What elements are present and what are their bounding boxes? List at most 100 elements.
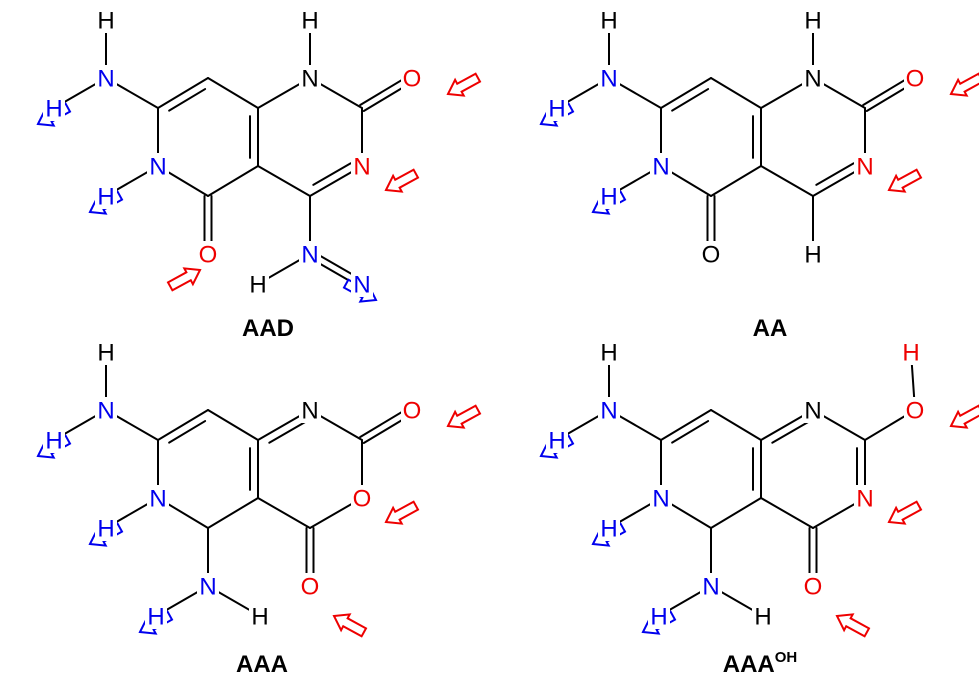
mol2-atom-n-amine: N [600, 66, 617, 93]
mol1-atom-n1-bg [299, 65, 321, 91]
mol2-atom-h6: H [600, 184, 617, 211]
mol4-atom-h6: H [600, 516, 617, 543]
mol4-atom-h-amine-donor: H [548, 428, 565, 455]
mol1-atom-h6: H [97, 184, 114, 211]
mol4-atom-o2: O [906, 398, 925, 425]
mol1-arrow-acceptor-1 [446, 72, 482, 97]
mol4-atom-o2-bg [904, 397, 926, 423]
mol4-atom-n1-bg [802, 397, 824, 423]
mol4-atom-h5-donor-bg [648, 603, 670, 629]
mol3-arrow-acceptor-2 [384, 500, 420, 525]
mol3-atom-h5-donor: H [147, 604, 164, 631]
mol4-atom-h5-bg [752, 603, 774, 629]
mol1-arrow-acceptor-3 [166, 267, 202, 292]
mol4-bond-c7-c8 [660, 409, 712, 441]
mol2-atom-n1: N [804, 66, 821, 93]
mol1-atom-n3-bg [351, 153, 373, 179]
mol1-atom-n1: N [301, 66, 318, 93]
mol1-atom-n6: N [149, 154, 166, 181]
mol1-bond-c5-c4a [207, 165, 259, 197]
mol1-atom-n-terminal-bg [351, 271, 373, 297]
mol2-atom-h-amine: H [600, 8, 617, 35]
mol3-atom-n-amine: N [97, 398, 114, 425]
mol3-atom-h-amine-donor-bg [43, 427, 65, 453]
mol1-atom-n-amino: N [301, 242, 318, 269]
mol1-atom-h-amine-bg [95, 7, 117, 33]
mol1-atom-h-amino-bg [247, 271, 269, 297]
mol4-arrow-acceptor-3 [835, 613, 871, 638]
mol3-atom-o4: O [301, 574, 320, 601]
mol3-atom-n6: N [149, 486, 166, 513]
mol1-atom-h-amine-donor: H [45, 96, 62, 123]
mol4-bond-c8-c8a [710, 409, 762, 441]
mol3-bond-c8a-n1-inner [268, 420, 308, 444]
mol4-atom-h5-donor: H [650, 604, 667, 631]
mol3-bond-c4a-c4 [257, 497, 311, 529]
mol3-atom-h-amine-donor: H [45, 428, 62, 455]
mol2-bond-c7-c8 [660, 77, 712, 109]
mol1-atom-o5: O [199, 242, 218, 269]
molecule-label-aa: AA [753, 315, 788, 342]
mol3-bond-c8-c8a [207, 409, 259, 441]
mol2-atom-h-amine-bg [598, 7, 620, 33]
mol1-bond-c7-c8-inner [168, 88, 207, 112]
mol3-atom-n5: N [199, 574, 216, 601]
mol2-bond-c7-c8-inner [671, 88, 710, 112]
mol1-atom-h1-bg [299, 7, 321, 33]
mol4-arrow-acceptor-2 [887, 500, 923, 525]
mol4-atom-n-amine: N [600, 398, 617, 425]
mol4-atom-n5-bg [700, 573, 722, 599]
mol2-atom-h-amine-donor-bg [546, 95, 568, 121]
mol3-atom-h5-bg [249, 603, 271, 629]
mol3-atom-n6-bg [147, 485, 169, 511]
mol3-atom-o3-bg [351, 485, 373, 511]
mol3-atom-o4-bg [299, 573, 321, 599]
mol2-atom-n-amine-bg [598, 65, 620, 91]
mol4-atom-o4-bg [802, 573, 824, 599]
mol2-arrow-acceptor-1 [949, 72, 979, 97]
mol1-atom-n-amino-bg [299, 241, 321, 267]
molecule-label-aaa-oh-main: AAA [723, 651, 775, 677]
mol2-atom-n3-bg [854, 153, 876, 179]
mol1-bond-c7-c8 [157, 77, 209, 109]
bond-lines [53, 19, 918, 617]
mol2-atom-h1: H [804, 8, 821, 35]
mol3-atom-o2-bg [401, 397, 423, 423]
mol2-atom-o2: O [906, 66, 925, 93]
mol3-atom-h5-donor-bg [145, 603, 167, 629]
mol3-atom-n1-bg [299, 397, 321, 423]
mol3-bond-c5-c4a [207, 497, 259, 529]
mol1-atom-o5-bg [197, 241, 219, 267]
mol1-atom-h-amine-donor-bg [43, 95, 65, 121]
mol1-atom-n-amine: N [97, 66, 114, 93]
mol4-atom-h-amine-bg [598, 339, 620, 365]
mol1-bond-c4a-c4 [257, 165, 311, 197]
mol2-atom-n3: N [856, 154, 873, 181]
mol3-atom-h5: H [251, 604, 268, 631]
mol1-atom-o2-bg [401, 65, 423, 91]
mol4-atom-n-amine-bg [598, 397, 620, 423]
mol2-atom-n6-bg [650, 153, 672, 179]
mol3-bond-c7-c8 [157, 409, 209, 441]
mol1-atom-n-terminal: N [353, 272, 370, 299]
molecule-label-aad: AAD [242, 315, 294, 342]
mol1-arrow-acceptor-2 [384, 168, 420, 193]
mol4-atom-h-hydroxy: H [902, 340, 919, 367]
mol3-atom-n-amine-bg [95, 397, 117, 423]
molecule-label-aaa: AAA [236, 651, 288, 677]
mol2-atom-h-amine-donor: H [548, 96, 565, 123]
mol4-atom-h5: H [754, 604, 771, 631]
mol4-atom-n5: N [702, 574, 719, 601]
mol3-atom-h6: H [97, 516, 114, 543]
mol2-atom-n6: N [652, 154, 669, 181]
mol3-atom-n5-bg [197, 573, 219, 599]
mol2-arrow-acceptor-2 [887, 168, 923, 193]
mol2-atom-o2-bg [904, 65, 926, 91]
mol2-atom-n1-bg [802, 65, 824, 91]
mol1-atom-n3: N [353, 154, 370, 181]
mol4-atom-n3: N [856, 486, 873, 513]
mol2-atom-h1-bg [802, 7, 824, 33]
mol2-bond-x3-c4-inner [815, 162, 855, 186]
hbond-arrows [36, 72, 979, 638]
